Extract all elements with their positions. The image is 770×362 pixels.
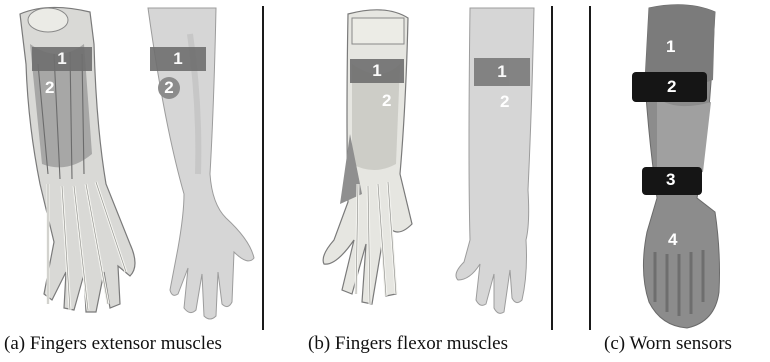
extensor-sensor-box-1: 1: [32, 47, 92, 71]
extensor-sensor-label-2: 2: [45, 78, 54, 98]
worn-sensor-label-3: 3: [666, 170, 675, 190]
flexor-sensor-box-1: 1: [350, 59, 404, 83]
divider-middle: [551, 6, 553, 330]
worn-sensor-label-4: 4: [668, 230, 677, 250]
caption-a: (a) Fingers extensor muscles: [4, 333, 222, 355]
label-1: 1: [372, 61, 381, 80]
label-1: 1: [497, 62, 506, 81]
panel-c: 1 2 3 4 (c) Worn sensors: [591, 0, 770, 362]
flexor-arm-sensor-box-1: 1: [474, 58, 530, 86]
panel-b: 1 2 1 2 (b) Fingers flexor muscles: [264, 0, 554, 362]
label-1: 1: [173, 49, 182, 68]
flexor-anatomy-illustration: [300, 4, 430, 324]
worn-sensor-label-2: 2: [667, 77, 676, 97]
flexor-arm-sensor-label-2: 2: [500, 92, 509, 112]
label-1: 1: [57, 49, 66, 68]
flexor-sensor-label-2: 2: [382, 91, 391, 111]
caption-c: (c) Worn sensors: [604, 333, 732, 355]
label-2: 2: [164, 78, 173, 97]
caption-b: (b) Fingers flexor muscles: [308, 333, 508, 355]
flexor-arm-photo: [430, 4, 550, 324]
worn-sensor-label-1: 1: [666, 37, 675, 57]
extensor-arm-sensor-2: 2: [158, 77, 180, 99]
extensor-arm-sensor-box-1: 1: [150, 47, 206, 71]
panel-a: 1 2 1 2 (a) Fingers extensor muscles: [0, 0, 262, 362]
